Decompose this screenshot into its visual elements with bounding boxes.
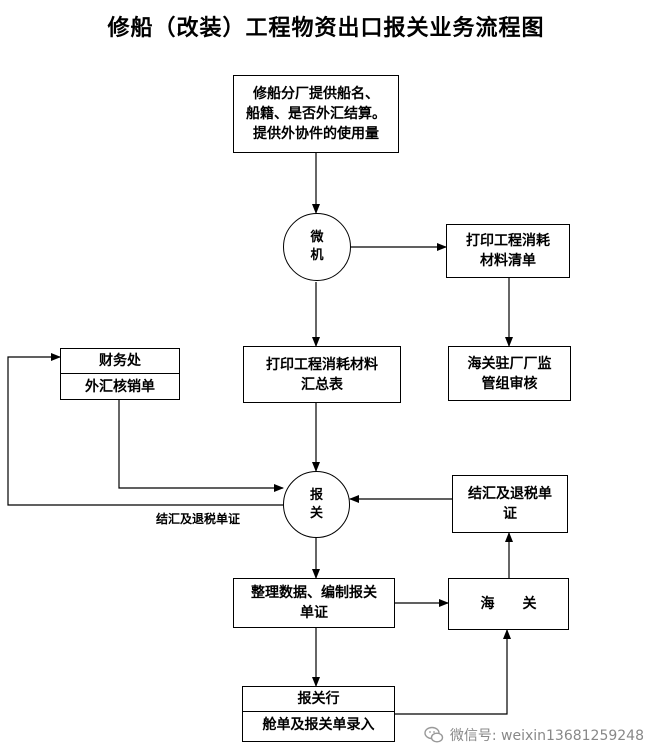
node-customs-audit-text: 海关驻厂厂监 管组审核: [467, 355, 552, 392]
node-finance-title: 财务处: [61, 349, 179, 374]
node-customs-audit: 海关驻厂厂监 管组审核: [448, 346, 571, 401]
node-micro-text: 微 机: [310, 230, 324, 263]
node-customs: 海 关: [448, 578, 569, 630]
node-broker-title: 报关行: [243, 687, 394, 712]
node-finance: 财务处 外汇核销单: [60, 348, 180, 400]
wechat-logo-icon: [424, 726, 444, 743]
node-settle-docs-text: 结汇及退税单 证: [468, 486, 552, 522]
arrow-finance-to-declare: [118, 400, 284, 492]
node-declare: 报 关: [283, 471, 350, 538]
node-broker: 报关行 舱单及报关单录入: [242, 686, 395, 742]
node-declare-text: 报 关: [309, 487, 323, 521]
node-print-summary: 打印工程消耗材料 汇总表: [243, 346, 401, 403]
node-customs-text: 海 关: [480, 596, 537, 612]
node-settle-docs: 结汇及退税单 证: [452, 475, 568, 533]
arrow-declare-to-finance: [7, 353, 283, 506]
node-broker-task: 舱单及报关单录入: [262, 717, 375, 733]
node-finance-doc: 外汇核销单: [85, 379, 155, 395]
node-print-summary-text: 打印工程消耗材料 汇总表: [266, 356, 378, 393]
node-start-text: 修船分厂提供船名、 船籍、是否外汇结算。 提供外协件的使用量: [246, 86, 386, 142]
node-print-list-text: 打印工程消耗 材料清单: [466, 233, 550, 269]
node-micro: 微 机: [283, 213, 351, 281]
page-title: 修船（改装）工程物资出口报关业务流程图: [107, 16, 545, 41]
node-prepare-text: 整理数据、编制报关 单证: [251, 585, 377, 621]
label-return-docs: 结汇及退税单证: [156, 512, 241, 526]
node-print-list: 打印工程消耗 材料清单: [446, 224, 570, 278]
watermark: 微信号: weixin13681259248: [424, 725, 644, 745]
arrow-broker-to-customs: [395, 629, 511, 715]
node-prepare: 整理数据、编制报关 单证: [233, 578, 395, 628]
node-start: 修船分厂提供船名、 船籍、是否外汇结算。 提供外协件的使用量: [233, 75, 399, 153]
watermark-text: 微信号: weixin13681259248: [449, 728, 644, 744]
